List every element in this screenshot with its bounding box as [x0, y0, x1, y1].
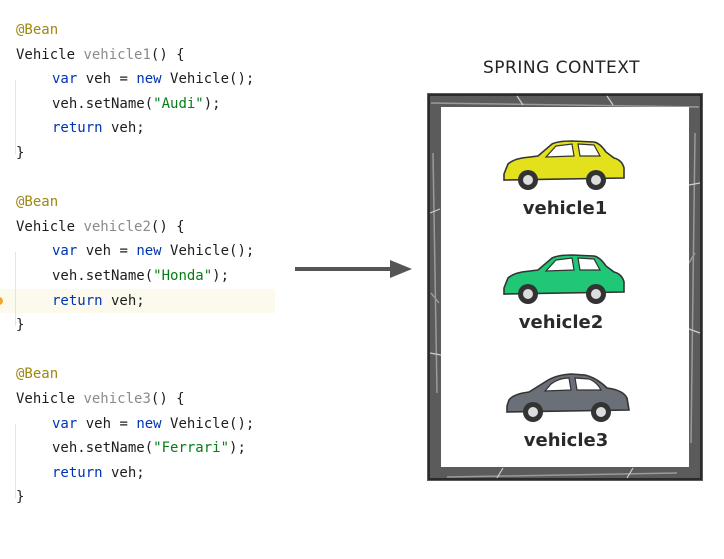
blank-line [0, 338, 275, 363]
vehicle-label: vehicle2 [518, 312, 604, 333]
context-title: SPRING CONTEXT [483, 58, 640, 78]
code-line: @Bean [0, 190, 275, 215]
code-line: Vehicle vehicle3() { [16, 390, 185, 407]
code-line: var veh = new Vehicle(); [52, 415, 255, 432]
blank-line [0, 166, 275, 191]
code-line: return veh; [52, 464, 145, 481]
code-panel: @Bean Vehicle vehicle1() { var veh = new… [0, 18, 275, 510]
code-line: return veh; [52, 120, 145, 137]
name-literal: "Audi" [153, 95, 204, 112]
code-line-highlighted: return veh; [0, 288, 275, 314]
vehicle-label: vehicle1 [522, 198, 608, 219]
code-line: @Bean [0, 362, 275, 387]
code-line: veh.setName("Honda"); [52, 267, 230, 284]
bean-annotation: @Bean [16, 194, 59, 211]
indent-guide [15, 424, 16, 498]
indent-guide [15, 80, 16, 154]
method-name: vehicle1 [83, 46, 151, 63]
bean-annotation: @Bean [16, 22, 59, 38]
code-line: veh.setName("Ferrari"); [52, 440, 246, 457]
car-vehicle3-icon [506, 373, 630, 422]
vehicle-label: vehicle3 [523, 430, 609, 451]
code-line: var veh = new Vehicle(); [52, 71, 255, 88]
code-line: } [16, 144, 25, 161]
car-vehicle1-icon [503, 140, 625, 190]
method-name: vehicle2 [83, 218, 151, 235]
code-line: Vehicle vehicle2() { [16, 218, 185, 235]
right-arrow-icon [295, 260, 412, 278]
bean-annotation: @Bean [16, 366, 59, 383]
code-line: veh.setName("Audi"); [52, 95, 221, 112]
car-vehicle2-icon [503, 254, 625, 304]
code-line: } [16, 489, 25, 506]
name-literal: "Honda" [153, 267, 213, 284]
code-line: Vehicle vehicle1() { [16, 46, 185, 63]
code-line: } [16, 317, 25, 334]
code-line: @Bean [0, 18, 275, 43]
method-name: vehicle3 [83, 390, 151, 407]
code-line: var veh = new Vehicle(); [52, 243, 255, 260]
name-literal: "Ferrari" [153, 440, 230, 457]
breakpoint-marker [0, 296, 3, 305]
indent-guide [15, 252, 16, 326]
